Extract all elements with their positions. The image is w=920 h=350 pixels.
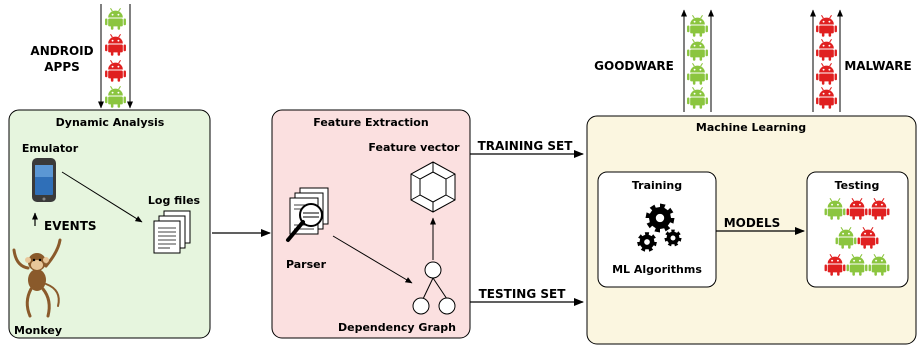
- malware-app-icon: [105, 59, 126, 82]
- malware-app-icon: [816, 86, 837, 109]
- goodware-label: GOODWARE: [594, 59, 674, 73]
- monkey-icon: [12, 238, 62, 318]
- goodware-output-lane: [681, 9, 714, 112]
- ml-algorithms-label: ML Algorithms: [612, 263, 702, 276]
- emulator-to-logs-arrow: [61, 171, 143, 223]
- malware-app-icon: [816, 14, 837, 37]
- monkey-label: Monkey: [14, 324, 62, 337]
- goodware-app-icon: [687, 62, 708, 85]
- feature-extraction-title: Feature Extraction: [313, 116, 428, 129]
- models-label: MODELS: [724, 216, 781, 230]
- gear-hole: [655, 213, 665, 223]
- feature-vector-label: Feature vector: [368, 141, 460, 154]
- malware-label: MALWARE: [844, 59, 911, 73]
- dynamic-analysis-title: Dynamic Analysis: [56, 116, 165, 129]
- feature-vector-icon: [410, 161, 456, 213]
- android-apps-label-line2: APPS: [44, 60, 80, 74]
- goodware-app-icon: [687, 38, 708, 61]
- android-apps-label-line1: ANDROID: [30, 44, 93, 58]
- training-set-label: TRAINING SET: [478, 139, 574, 153]
- events-label: EVENTS: [44, 219, 97, 233]
- parser-icon: [286, 187, 329, 242]
- malware-app-icon: [816, 38, 837, 61]
- emulator-label: Emulator: [22, 142, 79, 155]
- goodware-app-icon: [687, 14, 708, 37]
- testing-title: Testing: [835, 179, 880, 192]
- goodware-app-icon: [687, 86, 708, 109]
- malware-app-icon: [816, 62, 837, 85]
- malware-app-icon: [105, 33, 126, 56]
- dependency-graph-label: Dependency Graph: [338, 321, 456, 334]
- log-files-icon: [153, 210, 191, 254]
- gear-hole: [644, 239, 650, 245]
- feature-extraction-box: [271, 109, 471, 339]
- input-apps-lane: [98, 4, 133, 109]
- parser-to-graph-arrow: [332, 235, 413, 284]
- training-title: Training: [632, 179, 682, 192]
- testing-set-label: TESTING SET: [479, 287, 567, 301]
- dependency-graph-icon: [412, 261, 456, 315]
- goodware-app-icon: [105, 7, 126, 30]
- log-files-label: Log files: [148, 194, 201, 207]
- goodware-app-icon: [105, 85, 126, 108]
- dynamic-analysis-box: [8, 109, 211, 339]
- parser-label: Parser: [286, 258, 327, 271]
- machine-learning-title: Machine Learning: [696, 121, 806, 134]
- malware-output-lane: [810, 9, 843, 112]
- emulator-phone-icon: [32, 158, 56, 202]
- gear-hole: [670, 235, 676, 241]
- ml-algorithms-gears-icon: [637, 203, 682, 252]
